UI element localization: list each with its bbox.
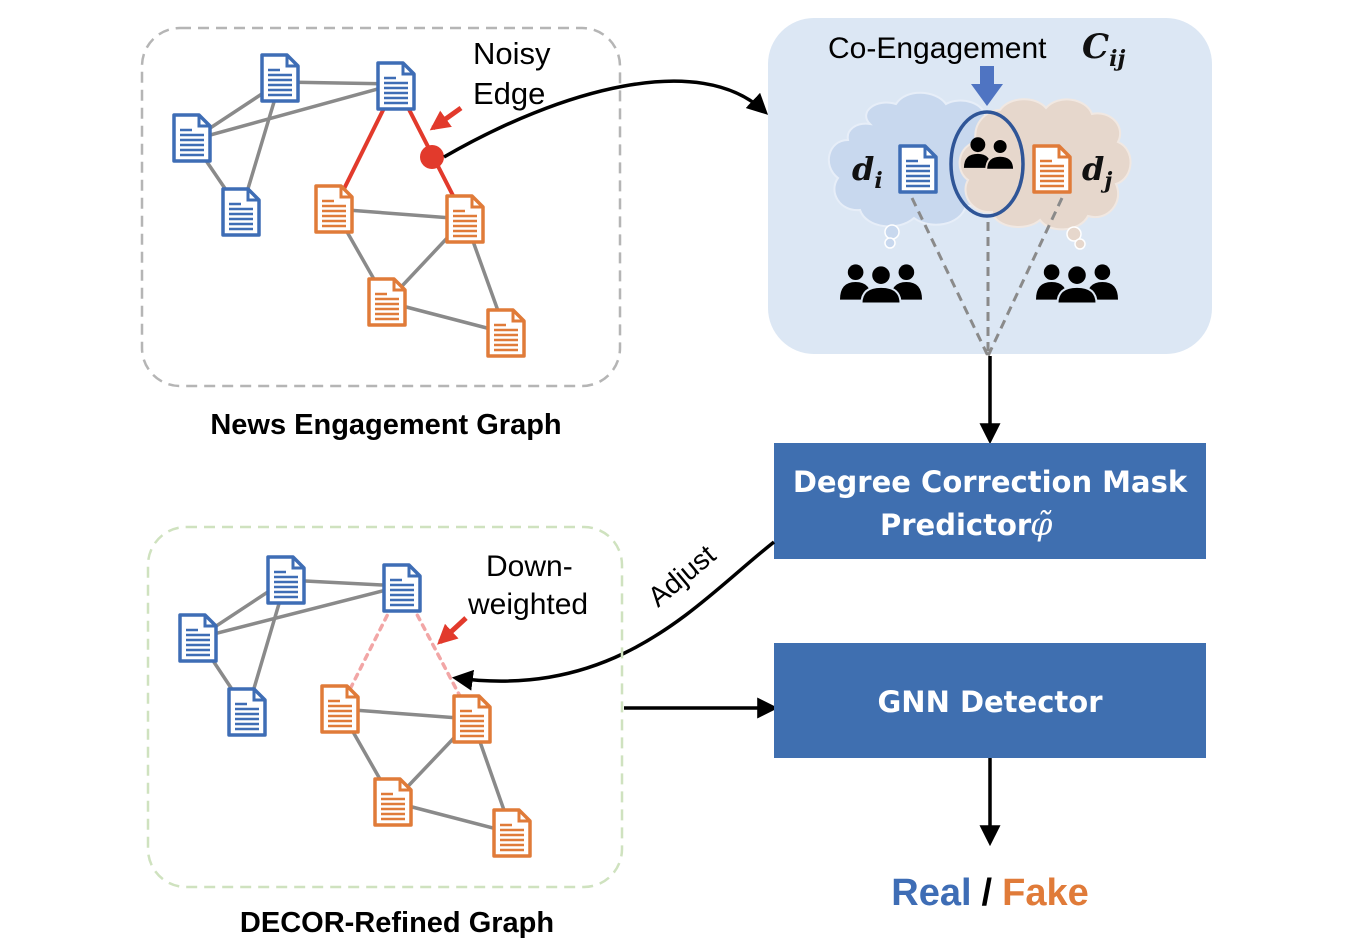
graph-frame-bottom: [146, 525, 624, 889]
adjust-label: Adjust: [642, 539, 722, 613]
document-icon: [1032, 144, 1072, 194]
downweighted-label-line2: weighted: [467, 588, 588, 621]
document-icon: [445, 194, 485, 244]
gnn-detector-box: [774, 643, 1206, 758]
adjust-arrow: [451, 540, 776, 691]
noisy-edge-pointer: [429, 105, 463, 131]
bottom-graph-title: DECOR-Refined Graph: [240, 907, 554, 939]
document-icon: [898, 144, 938, 194]
document-icon: [221, 187, 261, 237]
degree-correction-predictor: Degree Correction Mask Predictor φ̃: [774, 443, 1206, 559]
predictor-box: [774, 443, 1206, 559]
document-icon: [260, 53, 300, 103]
downweighted-pointer: [437, 616, 468, 645]
graph-frame-top: [140, 26, 622, 388]
doc-j-label: dj: [1082, 150, 1112, 194]
output-real: Real: [891, 872, 971, 914]
predictor-line2: Predictor: [880, 508, 1032, 542]
output-separator: /: [982, 872, 993, 914]
document-icon: [178, 613, 218, 663]
noisy-label-line1: Noisy: [473, 36, 551, 71]
document-icon: [172, 113, 212, 163]
output-label: Real /Fake: [891, 872, 1088, 914]
co-engagement-panel: Co-Engagement Cij di dj: [768, 18, 1212, 357]
news-engagement-graph: Noisy Edge: [140, 26, 622, 388]
document-icon: [320, 684, 360, 734]
gnn-detector: GNN Detector: [774, 643, 1206, 758]
document-icon: [367, 277, 407, 327]
document-icon: [492, 808, 532, 858]
gnn-detector-label: GNN Detector: [878, 685, 1104, 719]
predictor-line1: Degree Correction Mask: [793, 465, 1188, 499]
users-group-icon: [1036, 263, 1118, 304]
doc-i-label: di: [852, 150, 883, 194]
document-icon: [486, 308, 526, 358]
document-icon: [373, 777, 413, 827]
document-icon: [452, 694, 492, 744]
top-graph-title: News Engagement Graph: [210, 409, 561, 441]
users-group-icon: [840, 263, 922, 304]
document-icon: [314, 184, 354, 234]
co-engagement-overlap: [949, 110, 1025, 218]
document-icon: [382, 563, 422, 613]
downweighted-label-line1: Down-: [486, 550, 573, 583]
noisy-edge-marker: [420, 145, 444, 169]
co-engagement-symbol: Cij: [1082, 27, 1125, 72]
down-arrow-icon: [971, 66, 1003, 106]
predictor-symbol: φ̃: [1030, 505, 1053, 543]
document-icon: [376, 61, 416, 111]
document-icon: [227, 687, 267, 737]
noisy-edge-link-arrow: [443, 79, 769, 159]
output-fake: Fake: [1002, 872, 1089, 914]
document-icon: [266, 555, 306, 605]
co-engagement-label: Co-Engagement: [828, 32, 1047, 65]
engagement-dashed-lines: [910, 197, 1064, 357]
noisy-label-line2: Edge: [473, 76, 545, 111]
decor-refined-graph: Down- weighted: [146, 525, 624, 889]
